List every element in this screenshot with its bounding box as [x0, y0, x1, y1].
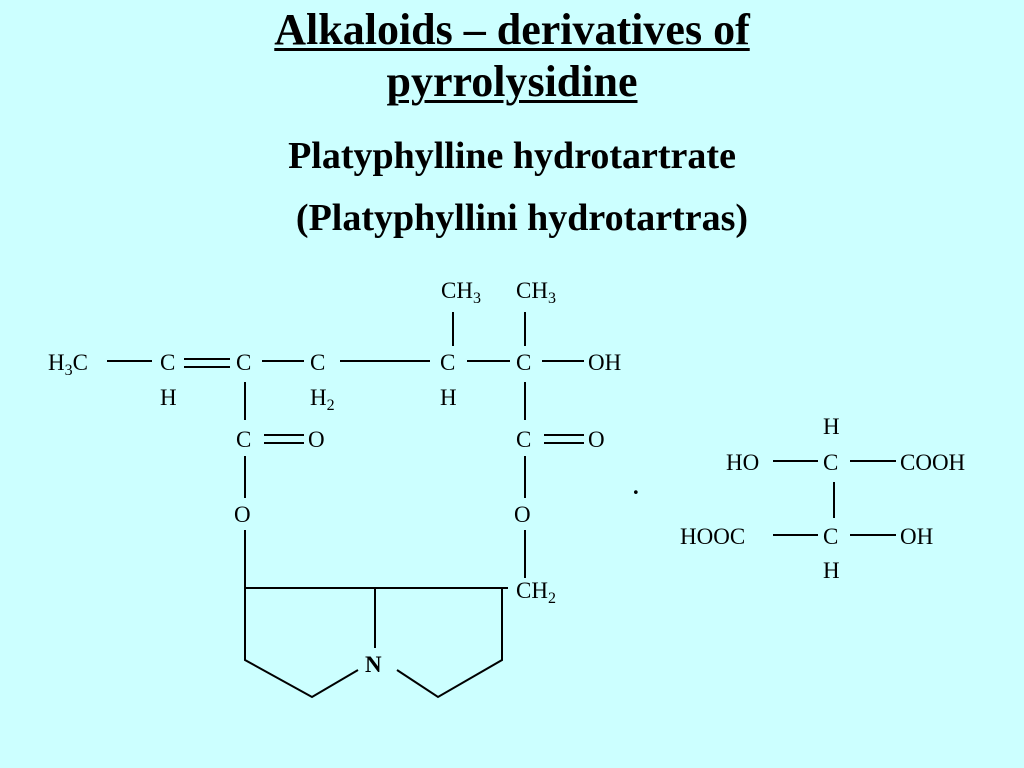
label-carbonyl-o-right: O — [588, 427, 605, 452]
ring-left — [244, 588, 359, 699]
tartaric-acid-atoms: H HO C COOH HOOC C OH H — [680, 414, 965, 583]
label-tartaric-h-bottom: H — [823, 558, 840, 583]
label-ch3-a: CH3 — [441, 278, 481, 307]
label-c2: C — [236, 350, 251, 375]
label-c1: C — [160, 350, 175, 375]
title-line-2: pyrrolysidine — [386, 57, 638, 106]
platyphylline-atoms: CH3 CH3 H3C C C C C C OH H H2 H C O C O … — [48, 278, 621, 677]
label-n: N — [365, 652, 382, 677]
salt-dot: · — [632, 480, 640, 505]
label-tartaric-c-upper: C — [823, 450, 838, 475]
label-oh: OH — [588, 350, 621, 375]
label-ester-o-left: O — [234, 502, 251, 527]
compound-latin-name: (Platyphyllini hydrotartras) — [295, 197, 749, 239]
label-tartaric-hooc: HOOC — [680, 524, 745, 549]
label-tartaric-oh: OH — [900, 524, 933, 549]
label-h2-c3: H2 — [310, 385, 335, 414]
label-ester-o-right: O — [514, 502, 531, 527]
label-tartaric-h-top: H — [823, 414, 840, 439]
tartaric-acid-bonds — [773, 460, 896, 536]
label-tartaric-cooh: COOH — [900, 450, 965, 475]
label-c5: C — [516, 350, 531, 375]
label-c3: C — [310, 350, 325, 375]
label-tartaric-c-lower: C — [823, 524, 838, 549]
label-tartaric-ho: HO — [726, 450, 759, 475]
slide-title: Alkaloids – derivatives of pyrrolysidine — [0, 4, 1024, 108]
label-c4: C — [440, 350, 455, 375]
label-carbonyl-c-right: C — [516, 427, 531, 452]
label-h3c: H3C — [48, 350, 88, 379]
label-ch3-b: CH3 — [516, 278, 556, 307]
label-ch2: CH2 — [516, 578, 556, 607]
title-line-1: Alkaloids – derivatives of — [274, 5, 750, 54]
label-h-c1: H — [160, 385, 177, 410]
label-carbonyl-c-left: C — [236, 427, 251, 452]
label-h-c4: H — [440, 385, 457, 410]
label-carbonyl-o-left: O — [308, 427, 325, 452]
ring-right — [396, 588, 503, 699]
platyphylline-bonds — [107, 312, 584, 699]
compound-name: Platyphylline hydrotartrate — [288, 135, 736, 177]
